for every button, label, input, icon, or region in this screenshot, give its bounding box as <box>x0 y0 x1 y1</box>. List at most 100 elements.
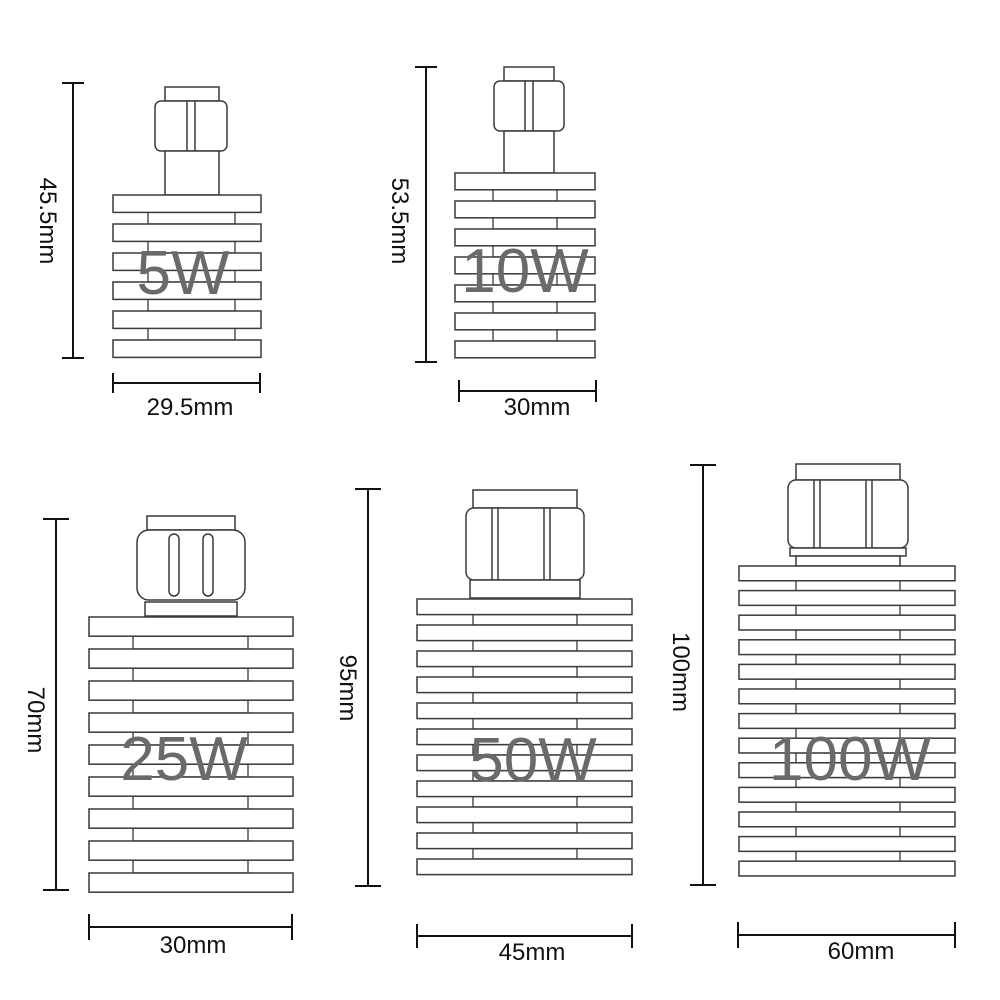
heatsink-fin <box>112 194 262 214</box>
heatsink-fin <box>454 340 596 359</box>
heatsink-core-segment <box>472 613 578 626</box>
heatsink-core-segment <box>132 795 249 810</box>
heatsink-core-segment <box>132 859 249 874</box>
heatsink-core-segment <box>147 327 236 341</box>
heatsink-core-segment <box>472 795 578 808</box>
heatsink-fins-25w <box>88 616 294 893</box>
height-dimension-25w <box>43 518 69 891</box>
connector-5w <box>154 86 228 196</box>
heatsink-fin <box>88 744 294 765</box>
heatsink-fins-100w <box>738 565 956 877</box>
heatsink-core-segment <box>795 850 901 862</box>
heatsink-fin <box>88 872 294 893</box>
heatsink-fin <box>112 252 262 272</box>
power-label-5w: 5W <box>137 239 230 308</box>
heatsink-fin <box>88 680 294 701</box>
width-label-25w: 30mm <box>160 932 227 959</box>
height-label-10w: 53.5mm <box>386 178 413 265</box>
heatsink-fin <box>738 835 956 853</box>
heatsink-fin <box>738 786 956 803</box>
width-label-10w: 30mm <box>504 394 571 421</box>
heatsink-fin <box>416 754 633 772</box>
heatsink-fins-5w <box>112 194 262 359</box>
heatsink-core-segment <box>795 629 901 641</box>
connector-50w <box>465 489 585 599</box>
heatsink-fin <box>738 589 956 607</box>
heatsink-fins-10w <box>454 172 596 359</box>
heatsink-fin <box>454 200 596 219</box>
heatsink-fin <box>416 832 633 850</box>
heatsink-fin <box>416 624 633 642</box>
heatsink-core-segment <box>492 217 558 230</box>
heatsink-core-segment <box>795 604 901 616</box>
heatsink-fin <box>738 712 956 730</box>
heatsink-fin <box>738 639 956 656</box>
heatsink-core-segment <box>795 653 901 666</box>
heatsink-fin <box>738 762 956 779</box>
power-label-50w: 50W <box>469 726 597 795</box>
heatsink-fin <box>416 728 633 746</box>
height-label-5w: 45.5mm <box>34 178 61 265</box>
heatsink-fin <box>454 284 596 303</box>
connector-10w <box>493 66 565 174</box>
height-dimension-50w <box>355 488 381 887</box>
connector-100w <box>787 463 909 567</box>
heatsink-fin <box>454 228 596 247</box>
heatsink-fin <box>738 811 956 828</box>
heatsink-core-segment <box>795 826 901 838</box>
heatsink-fins-50w <box>416 598 633 876</box>
width-label-50w: 45mm <box>499 939 566 966</box>
heatsink-fin <box>738 565 956 582</box>
heatsink-fin <box>738 737 956 754</box>
heatsink-fin <box>738 860 956 877</box>
heatsink-fin <box>454 312 596 331</box>
attenuator-5w: 45.5mm 29.5mm 5W <box>34 82 262 421</box>
heatsink-fin <box>454 172 596 191</box>
width-dimension-25w <box>88 914 293 940</box>
heatsink-core-segment <box>132 699 249 714</box>
heatsink-fin <box>416 858 633 876</box>
heatsink-fin <box>416 806 633 824</box>
heatsink-core-segment <box>472 691 578 704</box>
heatsink-fin <box>88 808 294 829</box>
heatsink-fin <box>416 650 633 668</box>
height-dimension-100w <box>690 464 716 886</box>
heatsink-fin <box>88 840 294 861</box>
heatsink-core-segment <box>795 580 901 592</box>
heatsink-fin <box>454 256 596 275</box>
attenuator-50w: 95mm 45mm 50W <box>334 488 633 966</box>
height-label-50w: 95mm <box>334 655 361 722</box>
heatsink-core-segment <box>795 703 901 715</box>
heatsink-core-segment <box>492 329 558 342</box>
width-label-100w: 60mm <box>828 938 895 965</box>
power-label-10w: 10W <box>461 237 589 306</box>
height-dimension-5w <box>62 82 84 359</box>
attenuator-25w: 70mm 30mm 25W <box>22 515 294 959</box>
heatsink-fin <box>88 616 294 637</box>
heatsink-fin <box>112 339 262 359</box>
power-label-25w: 25W <box>120 725 248 794</box>
heatsink-core-segment <box>795 678 901 690</box>
width-dimension-50w <box>416 924 633 948</box>
heatsink-core-segment <box>132 635 249 650</box>
heatsink-core-segment <box>472 847 578 860</box>
height-label-100w: 100mm <box>667 632 694 712</box>
attenuator-10w: 53.5mm 30mm 10W <box>386 66 597 421</box>
height-dimension-10w <box>415 66 437 363</box>
heatsink-fin <box>112 223 262 243</box>
width-dimension-5w <box>112 373 261 393</box>
heatsink-core-segment <box>472 639 578 652</box>
connector-25w <box>136 515 246 617</box>
heatsink-fin <box>738 614 956 631</box>
power-label-100w: 100W <box>769 725 931 794</box>
heatsink-fin <box>738 688 956 705</box>
heatsink-core-segment <box>472 821 578 834</box>
heatsink-fin <box>416 676 633 694</box>
heatsink-fin <box>112 310 262 330</box>
heatsink-core-segment <box>472 665 578 678</box>
heatsink-fin <box>88 648 294 669</box>
heatsink-core-segment <box>795 801 901 813</box>
heatsink-core-segment <box>132 667 249 682</box>
heatsink-core-segment <box>492 189 558 202</box>
